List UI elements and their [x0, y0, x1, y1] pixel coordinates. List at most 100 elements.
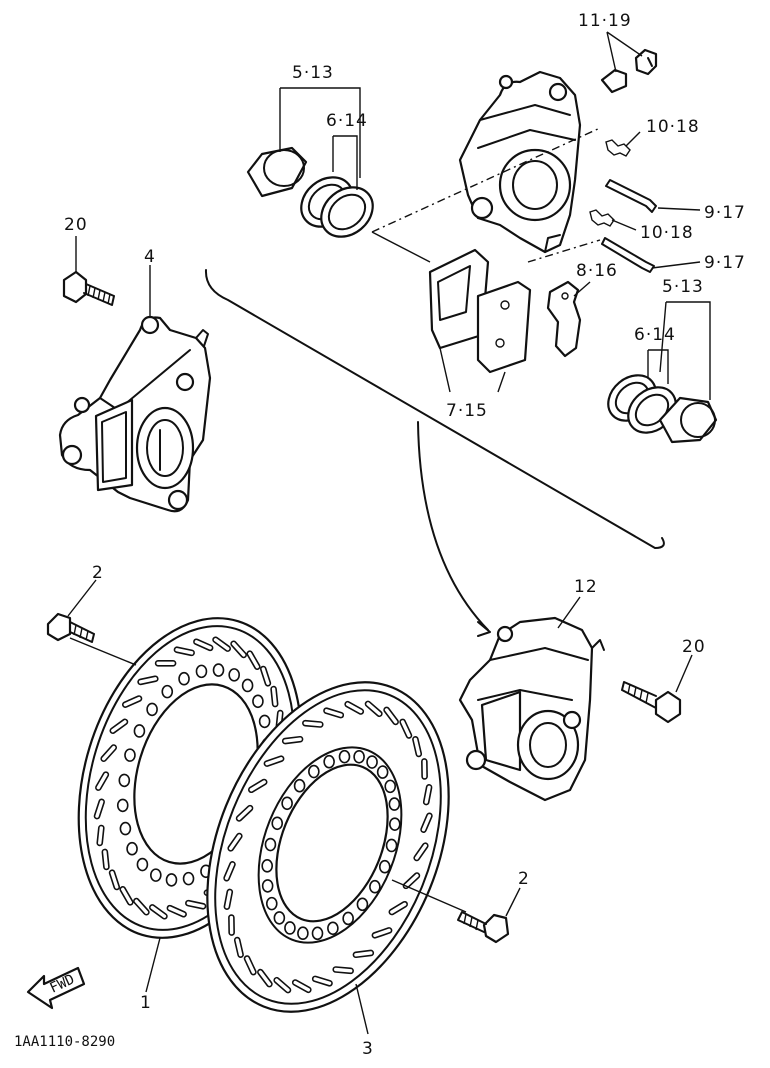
label-9-17-b: 9·17 — [704, 253, 746, 273]
forward-arrow-icon: FWD — [26, 966, 86, 1010]
disc-hole — [353, 749, 365, 764]
disc-slot — [246, 650, 261, 670]
disc-slot — [185, 899, 207, 910]
disc-slot — [243, 955, 257, 976]
diagram-code: 1AA1110-8290 — [14, 1034, 115, 1050]
disc-hole — [264, 837, 277, 852]
disc-hole — [126, 841, 138, 856]
leader-lines — [67, 31, 711, 1035]
disc-hole — [389, 817, 401, 831]
disc-slot — [223, 861, 236, 882]
disc-hole — [178, 671, 190, 686]
bleed-screw-11-19 — [600, 48, 658, 94]
disc-slot — [402, 872, 421, 890]
assembly-guide-lines — [371, 127, 601, 263]
disc-hole — [252, 694, 264, 709]
part-labels: 11·19 5·13 6·14 10·18 9·17 10·18 9·17 20… — [14, 11, 746, 1059]
disc-slot — [109, 718, 129, 734]
disc-hole — [273, 911, 286, 925]
disc-slot — [412, 736, 423, 758]
pistons-seals-right — [607, 374, 718, 444]
disc-hole — [281, 796, 293, 811]
disc-slot — [137, 675, 159, 686]
disc-slot — [270, 685, 279, 708]
disc-hole — [311, 926, 324, 941]
label-1: 1 — [140, 993, 152, 1013]
disc-hole — [165, 873, 178, 887]
disc-hole — [195, 664, 208, 679]
disc-slot — [421, 758, 428, 780]
disc-slot — [257, 968, 273, 988]
disc-slot — [108, 869, 121, 891]
disc-hole — [378, 859, 391, 874]
disc-slot — [388, 900, 408, 916]
caliper-12 — [458, 616, 605, 802]
label-10-18-b: 10·18 — [640, 223, 694, 243]
disc-hole — [388, 797, 401, 811]
disc-slot — [133, 897, 150, 916]
label-6-14-top: 6·14 — [326, 111, 368, 131]
label-7-15: 7·15 — [446, 401, 488, 421]
brake-pads-7-15 — [428, 248, 532, 374]
label-4: 4 — [144, 247, 156, 267]
pistons-seals-top — [246, 146, 374, 238]
left-caliper-assembly — [58, 315, 212, 513]
disc-slot — [228, 914, 235, 936]
disc-hole — [261, 859, 273, 873]
disc-slot — [122, 695, 143, 708]
disc-slot — [311, 975, 333, 987]
disc-slot — [420, 812, 433, 833]
disc-slot — [212, 636, 231, 652]
disc-slot — [344, 700, 365, 715]
disc-slot — [235, 804, 254, 822]
disc-hole — [258, 714, 271, 729]
disc-hole — [385, 838, 398, 853]
disc-hole — [136, 857, 149, 872]
disc-hole — [308, 764, 320, 779]
disc-hole — [356, 897, 369, 912]
disc-slot — [281, 735, 304, 745]
bolt-2-left — [46, 612, 95, 643]
disc-hole — [327, 921, 339, 936]
disc-hole — [338, 749, 351, 764]
label-9-17-a: 9·17 — [704, 203, 746, 223]
disc-hole — [284, 921, 296, 935]
disc-slot — [101, 848, 110, 871]
disc-slot — [227, 832, 243, 852]
disc-hole — [376, 765, 389, 779]
brake-disc-3 — [206, 681, 450, 1013]
bolt-2-right — [457, 911, 510, 944]
disc-slot — [100, 744, 118, 763]
disc-hole — [293, 778, 306, 793]
label-2-right: 2 — [518, 869, 530, 889]
disc-slot — [95, 771, 110, 791]
disc-hole — [261, 879, 274, 893]
disc-hole — [119, 821, 132, 836]
label-20-right: 20 — [682, 637, 706, 657]
disc-slot — [93, 798, 105, 820]
disc-slot — [259, 665, 272, 687]
disc-hole — [124, 748, 136, 762]
disc-hole — [116, 798, 129, 813]
disc-slot — [233, 936, 244, 958]
label-12: 12 — [574, 577, 598, 597]
disc-slot — [119, 886, 134, 906]
disc-slot — [323, 707, 345, 719]
label-6-14-right: 6·14 — [634, 325, 676, 345]
disc-slot — [352, 949, 375, 959]
label-3: 3 — [362, 1039, 374, 1059]
disc-slot — [173, 646, 195, 657]
disc-hole — [133, 724, 146, 738]
disc-hole — [366, 755, 378, 769]
label-10-18-a: 10·18 — [646, 117, 700, 137]
disc-slot — [302, 719, 324, 728]
upper-caliper-assembly — [458, 70, 582, 254]
bolt-20-left — [62, 270, 115, 306]
disc-hole — [161, 684, 174, 699]
disc-hole — [118, 773, 131, 788]
caliper-pins — [589, 139, 657, 273]
disc-hole — [323, 754, 335, 769]
label-8-16: 8·16 — [576, 261, 618, 281]
disc-slot — [96, 824, 105, 847]
